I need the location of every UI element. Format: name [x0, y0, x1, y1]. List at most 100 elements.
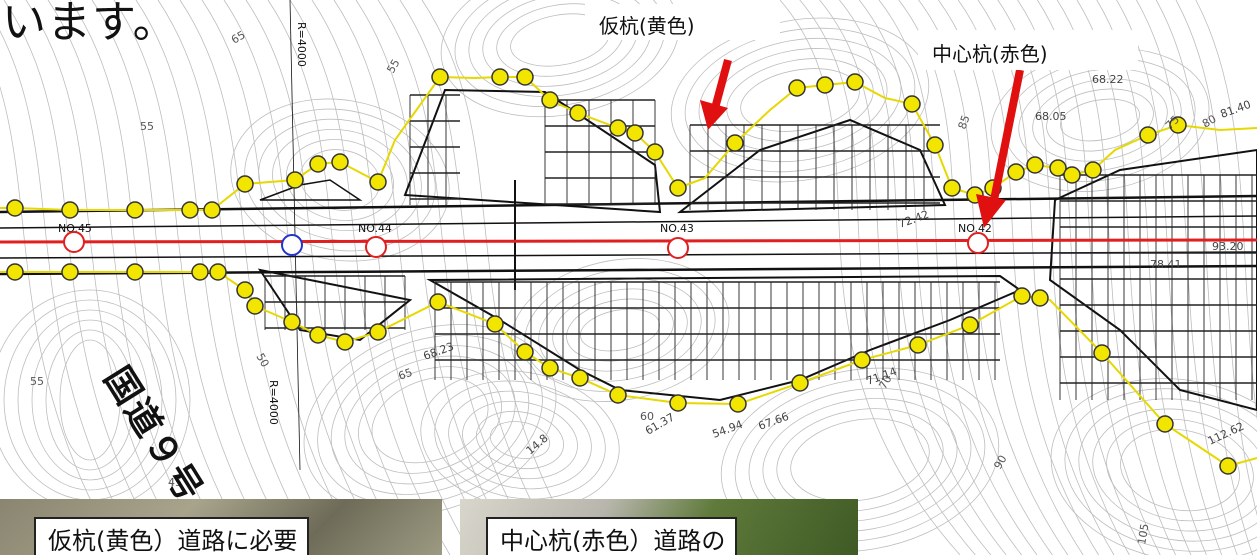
elevation-label: 72.42: [897, 208, 931, 231]
photo-center-stake: 中心杭(赤色）道路の: [460, 499, 858, 555]
temporary-stake: [1219, 457, 1237, 475]
temporary-stake: [669, 394, 687, 412]
temporary-stake: [1007, 163, 1025, 181]
arrow-temporary-stake: [700, 58, 732, 130]
center-stakes: [63, 231, 989, 259]
center-stake: [365, 236, 387, 258]
contour-label: 50: [253, 351, 271, 370]
temporary-stake: [283, 313, 301, 331]
temporary-stake: [61, 201, 79, 219]
temporary-stake: [246, 297, 264, 315]
temporary-stake: [429, 293, 447, 311]
temporary-stake: [181, 201, 199, 219]
temporary-stake: [903, 95, 921, 113]
temporary-stake: [943, 179, 961, 197]
temporary-stake: [486, 315, 504, 333]
station-label: NO.43: [660, 222, 694, 235]
temporary-stake: [1049, 159, 1067, 177]
elevation-label: 78.41: [1150, 258, 1182, 271]
temporary-stake: [788, 79, 806, 97]
elevation-label: 54.94: [711, 418, 745, 441]
temporary-stake: [609, 386, 627, 404]
contour-label: 55: [384, 57, 402, 76]
temporary-stake: [6, 199, 24, 217]
temporary-stake: [1084, 161, 1102, 179]
contour-label: 85: [956, 113, 973, 131]
temporary-stake: [1093, 344, 1111, 362]
temporary-stake: [191, 263, 209, 281]
temporary-stake: [516, 343, 534, 361]
center-stake: [667, 237, 689, 259]
temporary-stake: [961, 316, 979, 334]
elevation-label: 112.62: [1206, 420, 1246, 448]
arrow-center-stake: [976, 69, 1024, 228]
contour-label: 55: [30, 375, 44, 388]
temporary-stake: [926, 136, 944, 154]
blue-marker: [281, 234, 303, 256]
temporary-stake: [236, 281, 254, 299]
elevation-label: 68.22: [1092, 73, 1124, 86]
temporary-stake: [541, 359, 559, 377]
centerline: [0, 238, 1257, 244]
temporary-stake: [1026, 156, 1044, 174]
temporary-stake: [853, 351, 871, 369]
temporary-stake: [236, 175, 254, 193]
temporary-stake: [1031, 289, 1049, 307]
temporary-stake: [626, 124, 644, 142]
temporary-stake: [669, 179, 687, 197]
contour-label: 60: [640, 410, 654, 423]
center-stake: [63, 231, 85, 253]
temporary-stake: [516, 68, 534, 86]
elevation-label: 93.20: [1212, 240, 1244, 253]
temporary-stake: [6, 263, 24, 281]
station-label: NO.45: [58, 222, 92, 235]
temporary-stake: [816, 76, 834, 94]
contour-label: 45: [168, 476, 182, 489]
temporary-stake: [1063, 166, 1081, 184]
temporary-stake: [203, 201, 221, 219]
temporary-stake-callout: 仮杭(黄色): [585, 4, 780, 40]
temporary-stake: [1013, 287, 1031, 305]
temporary-stake: [541, 91, 559, 109]
temporary-stake: [369, 323, 387, 341]
elevation-label: 68.05: [1035, 110, 1067, 123]
photo-caption: 仮杭(黄色）道路に必要: [34, 517, 310, 555]
contour-label: 90: [991, 453, 1009, 472]
temporary-stake: [609, 119, 627, 137]
temporary-stake: [126, 263, 144, 281]
temporary-stake: [286, 171, 304, 189]
temporary-stake: [646, 143, 664, 161]
center-stake-callout: 中心杭(赤色): [918, 30, 1138, 70]
station-label: NO.44: [358, 222, 392, 235]
temporary-stake: [369, 173, 387, 191]
photo-caption: 中心杭(赤色）道路の: [486, 517, 738, 555]
temporary-stake: [431, 68, 449, 86]
contour-label: 55: [140, 120, 154, 133]
temporary-stake: [61, 263, 79, 281]
temporary-stake: [909, 336, 927, 354]
temporary-stake: [126, 201, 144, 219]
temporary-stake: [309, 155, 327, 173]
temporary-stake: [729, 395, 747, 413]
contour-label: 80: [1200, 112, 1219, 130]
curve-label: R=4000: [267, 380, 280, 425]
temporary-stake: [1139, 126, 1157, 144]
temporary-stakes: [6, 68, 1237, 475]
contour-label: 65: [397, 366, 415, 383]
temporary-stake: [726, 134, 744, 152]
temporary-stake: [569, 104, 587, 122]
elevation-label: 81.40: [1219, 98, 1253, 121]
curve-label: R=4000: [295, 22, 308, 67]
heading-text: います。: [2, 0, 178, 48]
temporary-stake: [1156, 415, 1174, 433]
temporary-stake: [331, 153, 349, 171]
contour-label: 105: [1135, 523, 1151, 546]
temporary-stake: [1169, 116, 1187, 134]
center-stake: [967, 232, 989, 254]
photo-temporary-stake: 仮杭(黄色）道路に必要: [0, 499, 442, 555]
temporary-stake: [309, 326, 327, 344]
temporary-stake: [846, 73, 864, 91]
temporary-stake: [791, 374, 809, 392]
slope-hatching: [264, 94, 1257, 400]
